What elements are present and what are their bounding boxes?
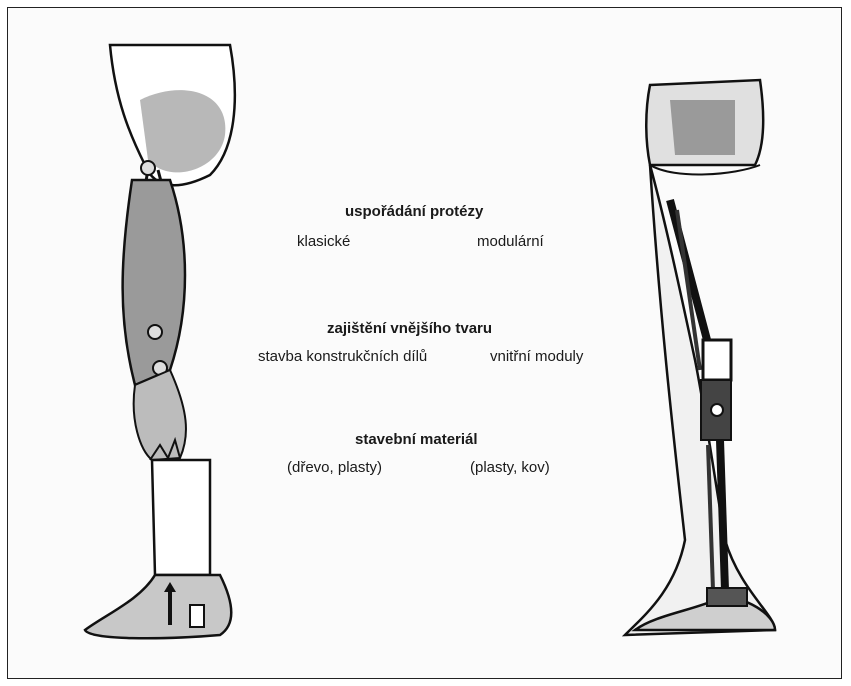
- heading-outer-shape: zajištění vnějšího tvaru: [327, 320, 492, 337]
- option-plastic-metal: (plasty, kov): [470, 459, 550, 476]
- option-structural-parts: stavba konstrukčních dílů: [258, 348, 427, 365]
- classic-prosthesis-illustration: [60, 40, 270, 660]
- option-classic: klasické: [297, 233, 350, 250]
- option-modular: modulární: [477, 233, 544, 250]
- option-wood-plastic: (dřevo, plasty): [287, 459, 382, 476]
- option-inner-modules: vnitřní moduly: [490, 348, 583, 365]
- modular-prosthesis-illustration: [575, 70, 785, 650]
- heading-material: stavební materiál: [355, 431, 478, 448]
- heading-arrangement: uspořádání protézy: [345, 203, 483, 220]
